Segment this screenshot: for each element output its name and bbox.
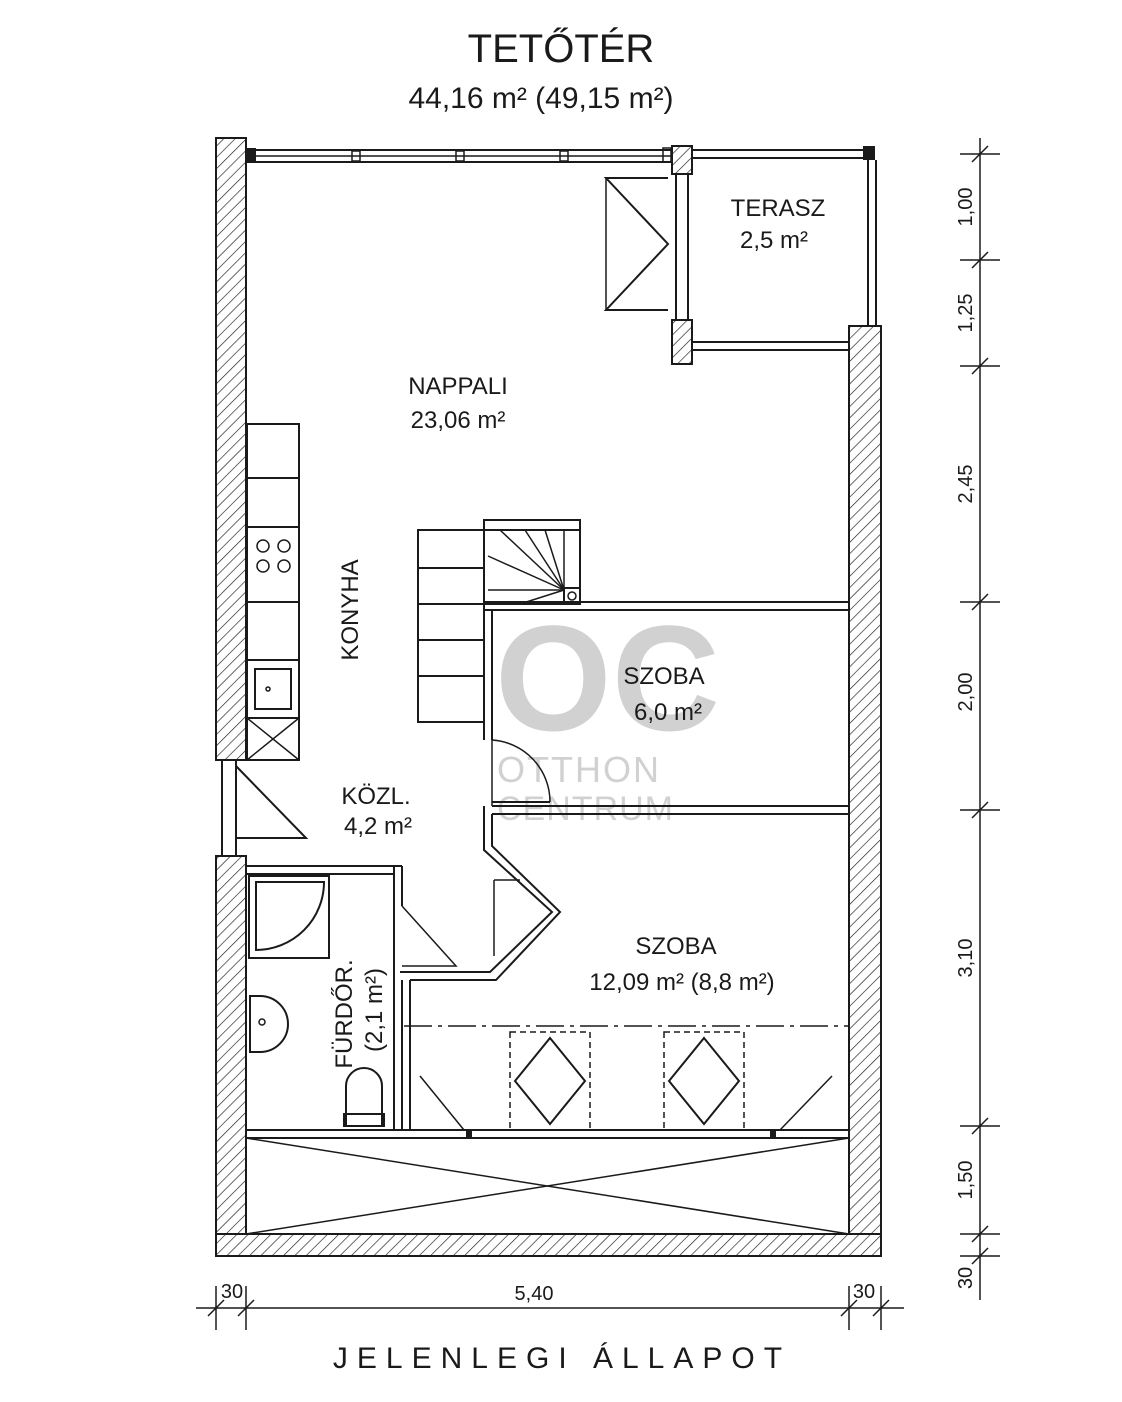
dim-bottom-right: 30 [853, 1281, 875, 1303]
nappali-label: NAPPALI [408, 373, 508, 400]
entrance-door [221, 760, 309, 856]
terrace-column-bottom [671, 319, 693, 365]
konyha-label: KONYHA [337, 559, 364, 660]
bottom-dimension-line: 30 5,40 30 [196, 1281, 904, 1330]
shower-icon [248, 875, 330, 959]
watermark-line2: CENTRUM [497, 790, 674, 828]
watermark-line1: OTTHON [497, 749, 661, 790]
otthon-centrum-watermark: OC OTTHON CENTRUM [495, 594, 720, 828]
kozl-area: 4,2 m² [344, 813, 412, 840]
top-window [246, 147, 672, 163]
terasz-label: TERASZ [731, 195, 826, 222]
bottom-wall [215, 1233, 882, 1257]
dim-right-2: 1,25 [955, 294, 977, 333]
plan-title: TETŐTÉR [468, 26, 655, 71]
sink-icon [254, 668, 292, 710]
furdo-label: FÜRDŐR. [331, 959, 358, 1068]
right-wall [848, 325, 882, 1257]
szoba-small-area: 6,0 m² [634, 699, 702, 726]
staircase [417, 519, 581, 723]
dim-bottom-middle: 5,40 [515, 1283, 554, 1305]
dim-right-7: 30 [955, 1267, 977, 1289]
storage-band [245, 1137, 850, 1235]
toilet-icon [343, 1067, 385, 1127]
watermark-logo: OC [495, 594, 720, 762]
plan-caption: JELENLEGI ÁLLAPOT [333, 1342, 791, 1375]
dim-right-5: 3,10 [955, 939, 977, 978]
roof-windows [404, 1025, 849, 1139]
right-dimension-line: 1,00 1,25 2,45 2,00 3,10 1,50 30 [955, 138, 1000, 1300]
terasz-area: 2,5 m² [740, 227, 808, 254]
dim-right-4: 2,00 [955, 673, 977, 712]
dim-right-1: 1,00 [955, 188, 977, 227]
kozl-label: KÖZL. [341, 783, 410, 810]
dim-bottom-left: 30 [221, 1281, 243, 1303]
terrace [603, 145, 877, 365]
left-wall-lower [215, 855, 247, 1257]
nappali-area: 23,06 m² [411, 407, 506, 434]
szoba-small-label: SZOBA [623, 663, 704, 690]
left-wall-upper [215, 137, 247, 761]
washbasin-icon [249, 995, 289, 1053]
szoba-large-area: 12,09 m² (8,8 m²) [589, 969, 774, 996]
stove-icon [256, 539, 291, 573]
szoba-large-label: SZOBA [635, 933, 716, 960]
bathroom-fixtures [248, 875, 385, 1127]
kitchen-counter [246, 423, 300, 761]
dim-right-6: 1,50 [955, 1161, 977, 1200]
dim-right-3: 2,45 [955, 465, 977, 504]
furdo-area: (2,1 m²) [361, 968, 388, 1052]
terrace-column-top [671, 145, 693, 175]
plan-area: 44,16 m² (49,15 m²) [408, 82, 673, 115]
